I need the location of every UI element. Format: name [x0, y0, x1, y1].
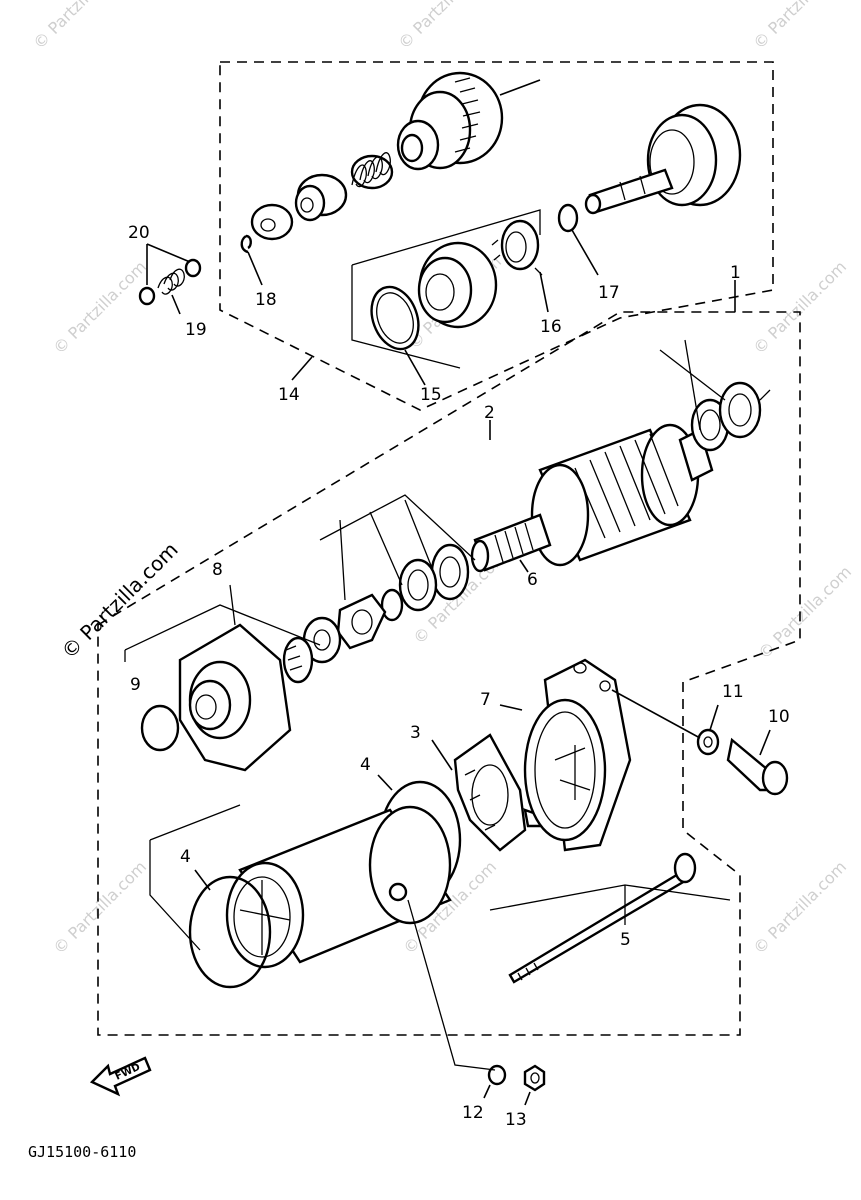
- nut-13: [523, 1064, 546, 1092]
- group-1-boundary: [97, 311, 801, 1036]
- watermark: © Partzilla.com: [49, 257, 150, 358]
- watermark: © Partzilla.com: [49, 857, 150, 958]
- callout-18: 18: [255, 290, 277, 310]
- clutch-housing: [417, 241, 498, 329]
- ring-15: [370, 285, 426, 386]
- circlip-18: [240, 234, 252, 254]
- callout-16: 16: [540, 317, 562, 337]
- watermark: © Partzilla.com: [754, 562, 855, 663]
- pinion-stopper: [294, 173, 348, 222]
- callout-7: 7: [480, 690, 491, 710]
- callout-12: 12: [462, 1103, 484, 1123]
- watermark: © Partzilla.com: [29, 0, 130, 53]
- circlip-17: [557, 203, 599, 276]
- subgroup-bracket: [351, 209, 541, 369]
- washers-right: [690, 381, 762, 452]
- watermark-large: © Partzilla.com: [57, 537, 183, 663]
- collar: [250, 203, 294, 241]
- diagram-code: GJ15100-6110: [28, 1143, 136, 1161]
- callout-13: 13: [505, 1110, 527, 1130]
- watermark: © Partzilla.com: [394, 0, 495, 53]
- callout-14: 14: [278, 385, 300, 405]
- callout-4: 4: [180, 847, 191, 867]
- callout-8: 8: [212, 560, 223, 580]
- callout-4: 4: [360, 755, 371, 775]
- washer-bracket: [319, 339, 771, 601]
- washer-11: [611, 689, 720, 756]
- pinion-shaft: [584, 103, 742, 215]
- yoke-bracket: [149, 804, 241, 951]
- fwd-arrow: FWD: [89, 1056, 152, 1097]
- cover-bracket: [124, 584, 321, 662]
- callout-15: 15: [420, 385, 442, 405]
- callout-20: 20: [128, 223, 150, 243]
- callout-19: 19: [185, 320, 207, 340]
- small-spring-group: [138, 243, 202, 315]
- rear-cover: [499, 658, 632, 852]
- through-bolt-5: [489, 852, 731, 984]
- o-ring-4-lower: [188, 875, 272, 989]
- washer-12: [487, 1064, 507, 1086]
- washers-left: [302, 543, 470, 664]
- callout-labels: 1 2 3 4 4 5 6 7 8 9 10 11 12 13 14 15 16…: [128, 223, 790, 1130]
- callout-5: 5: [620, 930, 631, 950]
- yoke-housing: [225, 805, 452, 969]
- group-14-boundary: [219, 61, 774, 411]
- pinion-clutch: [396, 71, 541, 171]
- armature: [470, 423, 714, 573]
- spring: [350, 152, 394, 190]
- watermark: © Partzilla.com: [749, 857, 850, 958]
- brush-holder: [431, 733, 554, 852]
- o-ring-9: [140, 704, 180, 752]
- callout-9: 9: [130, 675, 141, 695]
- callout-10: 10: [768, 707, 790, 727]
- callout-3: 3: [410, 723, 421, 743]
- watermark: © Partzilla.com: [749, 0, 850, 53]
- callout-6: 6: [527, 570, 538, 590]
- callout-2: 2: [484, 403, 495, 423]
- callout-1: 1: [730, 263, 741, 283]
- bolt-10: [726, 729, 789, 796]
- front-cover: [178, 623, 314, 772]
- leader-14: [291, 356, 313, 381]
- callout-11: 11: [722, 682, 744, 702]
- leader-12: [407, 899, 496, 1071]
- callout-17: 17: [598, 283, 620, 303]
- clip-16: [491, 219, 549, 313]
